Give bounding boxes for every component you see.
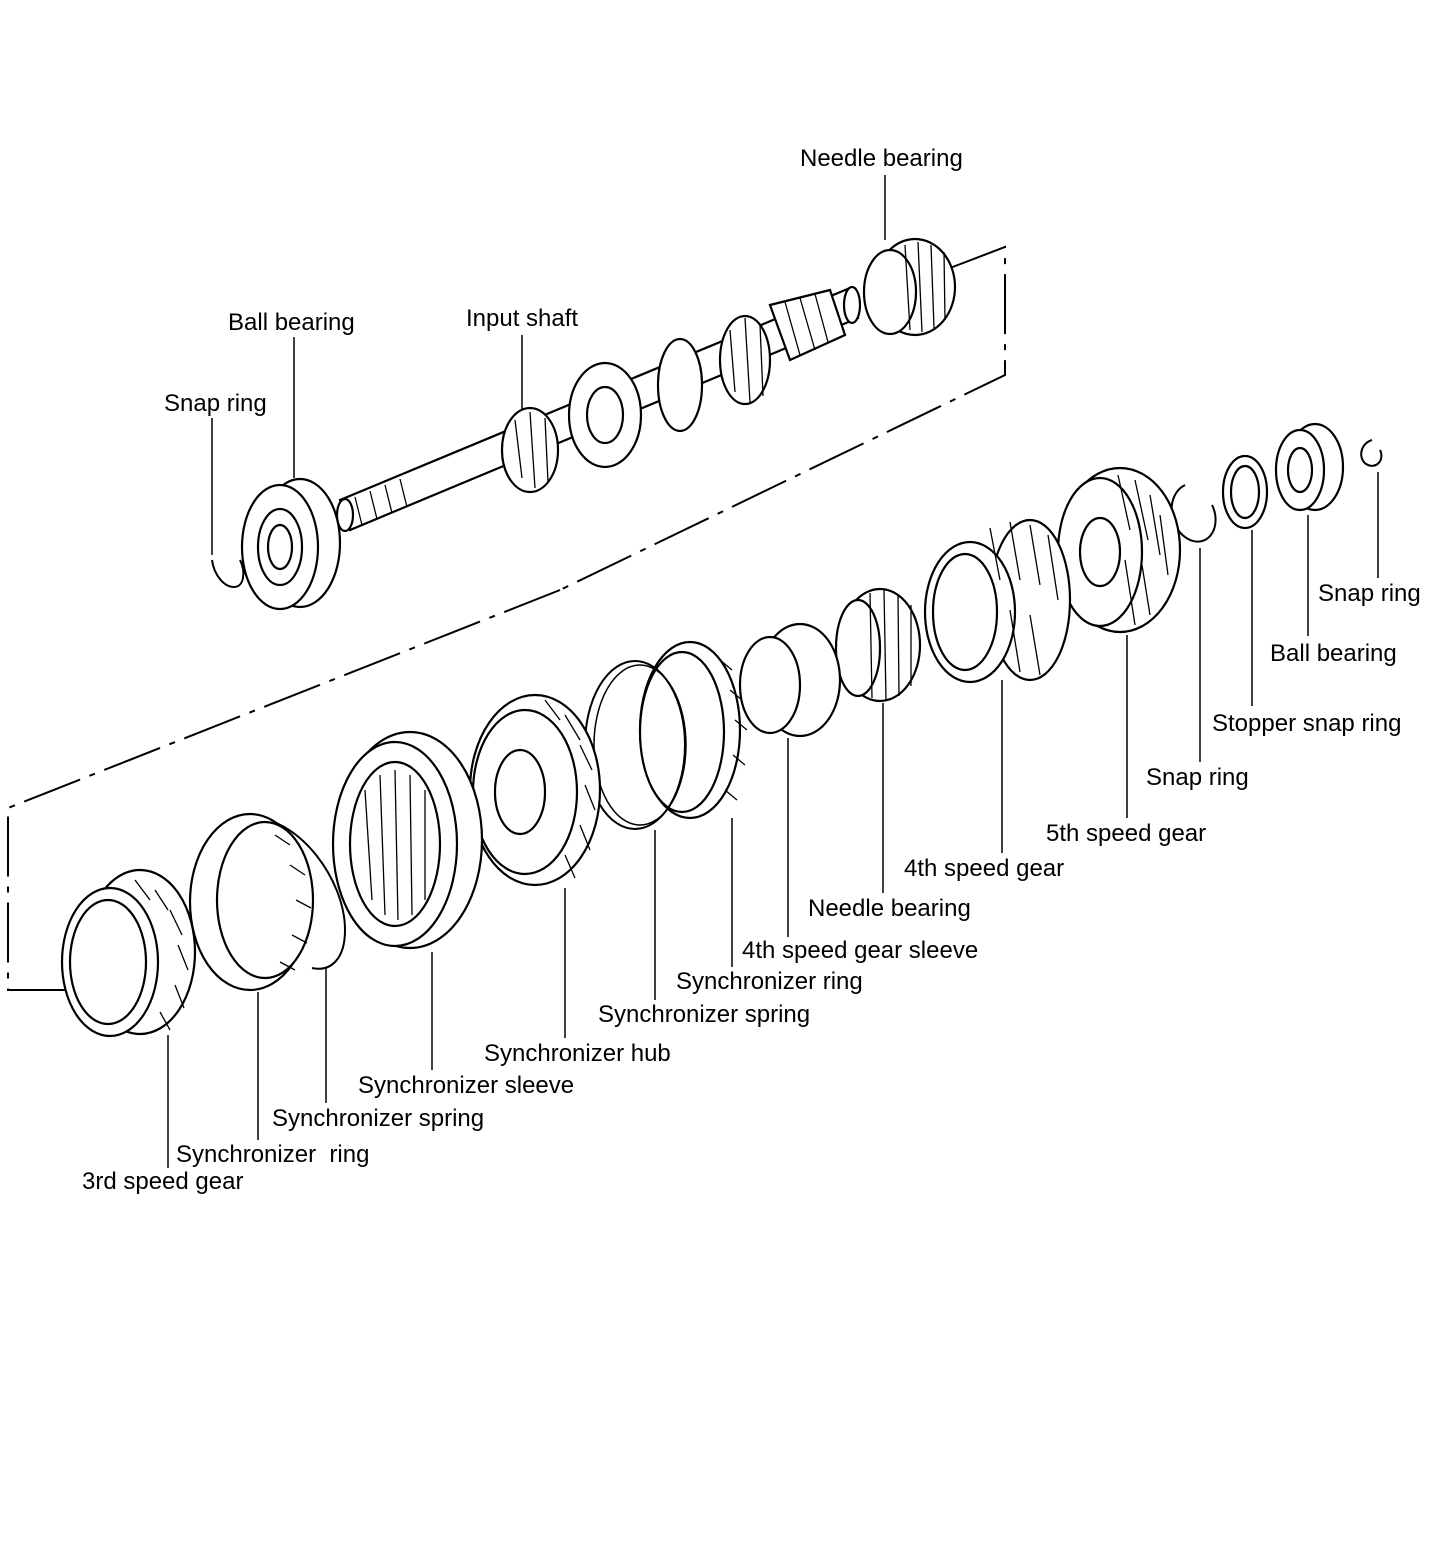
label-synchronizer-ring-3rd: Synchronizer ring	[176, 1141, 369, 1168]
label-input-shaft: Input shaft	[466, 305, 578, 332]
synchronizer-spring-3rd-part	[254, 817, 347, 970]
fifth-speed-gear-part	[1056, 466, 1182, 634]
snap-ring-mid-part	[1170, 484, 1217, 543]
label-fourth-speed-gear: 4th speed gear	[904, 855, 1064, 882]
input-shaft	[335, 285, 862, 533]
fourth-speed-gear-part	[923, 518, 1072, 684]
stopper-snap-ring-part	[1221, 454, 1269, 530]
label-ball-bearing-left: Ball bearing	[228, 309, 355, 336]
fourth-speed-gear-sleeve-part	[738, 622, 842, 738]
third-speed-gear-part	[60, 868, 197, 1038]
label-fourth-speed-gear-sleeve: 4th speed gear sleeve	[742, 937, 978, 964]
label-third-speed-gear: 3rd speed gear	[82, 1168, 243, 1195]
snap-ring-right-part	[1360, 439, 1383, 467]
synchronizer-sleeve-part	[331, 730, 484, 950]
labels: Needle bearing Ball bearing Input shaft …	[82, 145, 1421, 1195]
label-synchronizer-ring-4th: Synchronizer ring	[676, 968, 863, 995]
assembly-bracket	[7, 245, 1006, 991]
label-stopper-snap-ring: Stopper snap ring	[1212, 710, 1401, 737]
label-synchronizer-spring-3rd: Synchronizer spring	[272, 1105, 484, 1132]
label-ball-bearing-right: Ball bearing	[1270, 640, 1397, 667]
label-needle-bearing-lower: Needle bearing	[808, 895, 971, 922]
synchronizer-ring-3rd-part	[188, 812, 315, 992]
synchronizer-ring-4th-part	[638, 640, 748, 820]
input-shaft-splines	[354, 478, 408, 526]
label-snap-ring-left: Snap ring	[164, 390, 267, 417]
label-needle-bearing-top: Needle bearing	[800, 145, 963, 172]
label-synchronizer-sleeve: Synchronizer sleeve	[358, 1072, 574, 1099]
ball-bearing-left-part	[240, 477, 342, 611]
label-snap-ring-mid: Snap ring	[1146, 764, 1249, 791]
leader-lines	[167, 175, 1379, 1168]
needle-bearing-top-part	[862, 237, 957, 337]
label-snap-ring-right: Snap ring	[1318, 580, 1421, 607]
label-synchronizer-hub: Synchronizer hub	[484, 1040, 671, 1067]
needle-bearing-lower-part	[834, 587, 922, 703]
ball-bearing-right-part	[1274, 422, 1345, 512]
snap-ring-left-part	[211, 559, 245, 589]
label-fifth-speed-gear: 5th speed gear	[1046, 820, 1206, 847]
synchronizer-hub-part	[468, 693, 602, 887]
label-synchronizer-spring-4th: Synchronizer spring	[598, 1001, 810, 1028]
